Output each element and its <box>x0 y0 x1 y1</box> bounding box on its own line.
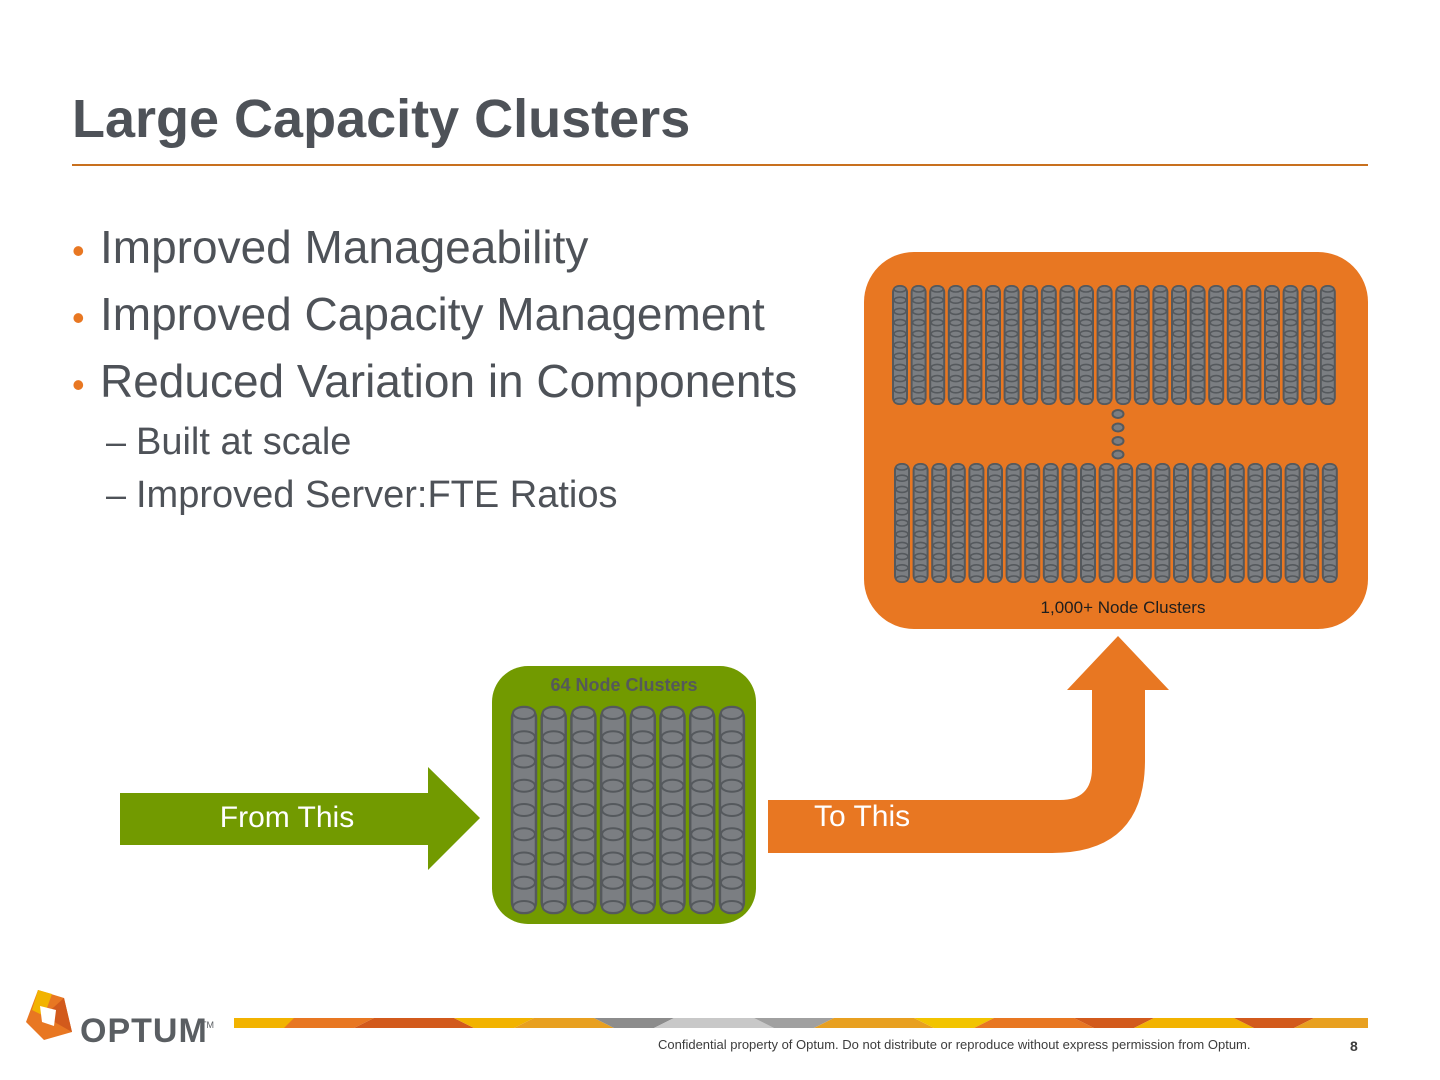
server-node-stack <box>1266 463 1282 583</box>
server-node-stack <box>1319 285 1336 405</box>
server-node-stack <box>1228 463 1245 583</box>
server-node-stack <box>894 463 910 583</box>
server-node-stack <box>1135 463 1152 583</box>
server-node-stack <box>1210 463 1227 583</box>
from-label: From This <box>219 801 355 834</box>
server-node-stack <box>1117 463 1134 583</box>
server-node-stack <box>1133 285 1150 405</box>
server-node-stack <box>1042 463 1059 583</box>
server-node-stack <box>966 285 983 405</box>
server-node-stack <box>1245 285 1262 405</box>
server-node-stack <box>1022 285 1039 405</box>
sub-bullet-text: Built at scale <box>136 421 352 463</box>
to-arrow <box>768 636 1169 853</box>
to-label: To This <box>814 800 911 833</box>
dash-icon: – <box>106 421 127 462</box>
sub-bullet-item: – Improved Server:FTE Ratios <box>72 474 797 527</box>
server-node-stack <box>1321 463 1338 583</box>
large-cluster-top-rack <box>892 285 1336 405</box>
continuation-dots <box>1111 409 1125 460</box>
server-node-stack <box>1024 463 1041 583</box>
bullet-text: Improved Manageability <box>100 221 589 273</box>
sub-bullet-text: Improved Server:FTE Ratios <box>136 474 618 516</box>
server-node-stack <box>1061 463 1078 583</box>
server-node-stack <box>987 463 1003 583</box>
server-node-stack <box>629 705 657 915</box>
server-node-stack <box>1191 463 1208 583</box>
server-node-stack <box>1208 285 1225 405</box>
server-node-stack <box>892 285 908 405</box>
server-node-stack <box>1171 285 1187 405</box>
server-node-stack <box>718 705 746 915</box>
bullet-text: Improved Capacity Management <box>100 288 765 340</box>
server-node-stack <box>1189 285 1206 405</box>
server-node-stack <box>1154 463 1171 583</box>
server-node-stack <box>1226 285 1243 405</box>
server-node-stack <box>1264 285 1280 405</box>
server-node-stack <box>1284 463 1301 583</box>
server-node-stack <box>1173 463 1189 583</box>
server-node-stack <box>1005 463 1022 583</box>
server-node-stack <box>599 705 627 915</box>
server-node-stack <box>688 705 716 915</box>
server-node-stack <box>510 705 538 915</box>
from-arrow <box>120 767 480 870</box>
server-node-stack <box>985 285 1001 405</box>
server-node-stack <box>1003 285 1020 405</box>
bullet-text: Reduced Variation in Components <box>100 355 798 407</box>
bullet-dot-icon: • <box>72 230 85 271</box>
continuation-dot <box>1111 409 1125 419</box>
bullet-dot-icon: • <box>72 364 85 405</box>
server-node-stack <box>570 705 597 915</box>
server-node-stack <box>929 285 946 405</box>
server-node-stack <box>968 463 985 583</box>
server-node-stack <box>1078 285 1094 405</box>
bullet-list: • Improved Manageability • Improved Capa… <box>72 220 797 527</box>
server-node-stack <box>1059 285 1076 405</box>
page-number: 8 <box>1350 1038 1358 1054</box>
server-node-stack <box>1080 463 1096 583</box>
small-cluster-label: 64 Node Clusters <box>550 675 698 695</box>
bullet-item: • Improved Capacity Management <box>72 287 797 354</box>
large-cluster-label: 1,000+ Node Clusters <box>1040 598 1206 617</box>
server-node-stack <box>540 705 567 915</box>
optum-logo-icon <box>26 990 72 1040</box>
server-node-stack <box>1040 285 1057 405</box>
small-cluster-rack <box>510 705 746 915</box>
logo-trademark: TM <box>201 1020 214 1030</box>
server-node-stack <box>1303 463 1320 583</box>
server-node-stack <box>1098 463 1115 583</box>
server-node-stack <box>931 463 948 583</box>
continuation-dot <box>1111 422 1125 433</box>
server-node-stack <box>1096 285 1113 405</box>
continuation-dot <box>1111 449 1125 460</box>
continuation-dot <box>1111 436 1125 446</box>
server-node-stack <box>659 705 686 915</box>
server-node-stack <box>910 285 927 405</box>
server-node-stack <box>1282 285 1299 405</box>
server-node-stack <box>1152 285 1169 405</box>
server-node-stack <box>1247 463 1264 583</box>
server-node-stack <box>947 285 964 405</box>
server-node-stack <box>1301 285 1318 405</box>
server-node-stack <box>1115 285 1132 405</box>
slide-title: Large Capacity Clusters <box>72 89 691 149</box>
dash-icon: – <box>106 474 127 515</box>
footer-color-band <box>234 1018 1368 1028</box>
large-cluster-bottom-rack <box>894 463 1338 583</box>
server-node-stack <box>912 463 929 583</box>
logo-wordmark: OPTUM <box>80 1012 208 1050</box>
sub-bullet-item: – Built at scale <box>72 421 797 474</box>
confidentiality-notice: Confidential property of Optum. Do not d… <box>658 1037 1251 1052</box>
bullet-item: • Improved Manageability <box>72 220 797 287</box>
bullet-dot-icon: • <box>72 297 85 338</box>
bullet-item: • Reduced Variation in Components <box>72 354 797 421</box>
server-node-stack <box>949 463 966 583</box>
title-divider <box>72 164 1368 166</box>
